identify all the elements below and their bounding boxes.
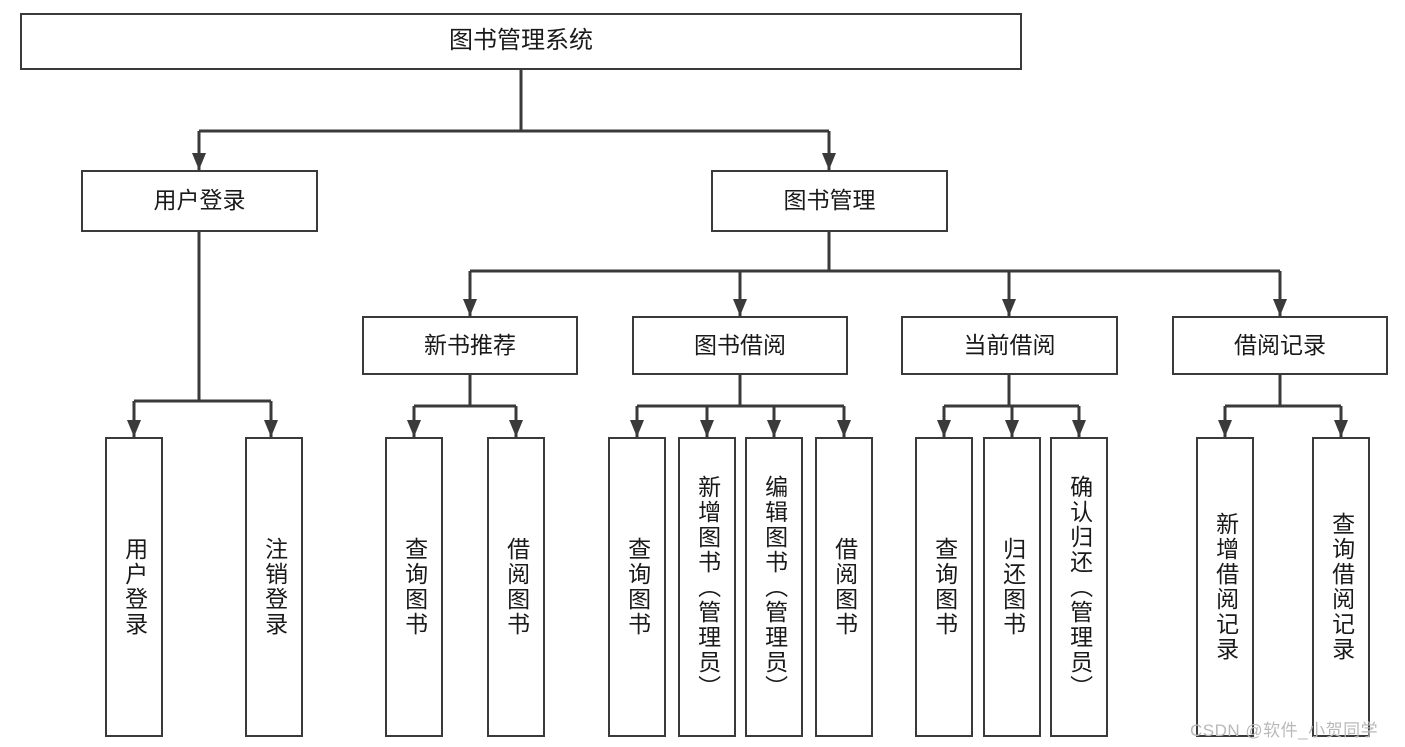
arrowhead-icon [127, 420, 141, 437]
node-leaf-borrow-book-1: 借阅图书 [487, 437, 545, 737]
arrowhead-icon [937, 420, 951, 437]
node-current-borrow: 当前借阅 [901, 316, 1118, 375]
node-label: 借阅图书 [831, 537, 858, 637]
node-leaf-return-book: 归还图书 [983, 437, 1041, 737]
node-label: 查询图书 [624, 537, 651, 637]
arrowhead-icon [1072, 420, 1086, 437]
node-label: 图书管理系统 [449, 27, 593, 55]
node-label: 图书管理 [783, 187, 876, 214]
node-leaf-query-book-2: 查询图书 [608, 437, 666, 737]
node-label: 确认归还（管理员） [1066, 474, 1093, 700]
arrowhead-icon [1002, 299, 1016, 316]
arrowhead-icon [264, 420, 278, 437]
node-borrow-record: 借阅记录 [1172, 316, 1388, 375]
node-label: 查询借阅记录 [1328, 512, 1355, 662]
node-leaf-borrow-book-2: 借阅图书 [815, 437, 873, 737]
node-leaf-logout: 注销登录 [245, 437, 303, 737]
node-leaf-edit-book: 编辑图书（管理员） [745, 437, 803, 737]
node-label: 编辑图书（管理员） [761, 474, 788, 700]
arrowhead-icon [700, 420, 714, 437]
node-label: 借阅图书 [503, 537, 530, 637]
node-book-management: 图书管理 [711, 170, 948, 232]
arrowhead-icon [192, 153, 206, 170]
arrowhead-icon [1218, 420, 1232, 437]
node-label: 用户登录 [121, 537, 148, 637]
node-label: 新书推荐 [424, 331, 516, 358]
node-label: 当前借阅 [963, 331, 1056, 358]
node-label: 查询图书 [401, 537, 428, 637]
node-leaf-confirm-return: 确认归还（管理员） [1050, 437, 1108, 737]
node-label: 归还图书 [999, 537, 1026, 637]
arrowhead-icon [1005, 420, 1019, 437]
arrowhead-icon [463, 299, 477, 316]
arrowhead-icon [407, 420, 421, 437]
arrowhead-icon [822, 153, 836, 170]
arrowhead-icon [1273, 299, 1287, 316]
node-leaf-user-login: 用户登录 [105, 437, 163, 737]
node-label: 查询图书 [931, 537, 958, 637]
arrowhead-icon [630, 420, 644, 437]
node-leaf-query-book-1: 查询图书 [385, 437, 443, 737]
node-book-borrow: 图书借阅 [632, 316, 848, 375]
node-leaf-query-book-3: 查询图书 [915, 437, 973, 737]
watermark: CSDN @软件_小贺同学 [1190, 721, 1379, 740]
arrowhead-icon [767, 420, 781, 437]
node-label: 用户登录 [153, 187, 246, 214]
node-label: 新增借阅记录 [1212, 512, 1239, 662]
arrowhead-icon [733, 299, 747, 316]
arrowhead-icon [837, 420, 851, 437]
node-label: 图书借阅 [694, 331, 786, 358]
node-leaf-add-book: 新增图书（管理员） [678, 437, 736, 737]
node-leaf-add-record: 新增借阅记录 [1196, 437, 1254, 737]
node-root: 图书管理系统 [20, 13, 1022, 70]
node-label: 新增图书（管理员） [694, 474, 721, 700]
arrowhead-icon [509, 420, 523, 437]
node-label: 注销登录 [261, 537, 288, 637]
arrowhead-icon [1334, 420, 1348, 437]
node-label: 借阅记录 [1234, 331, 1326, 358]
node-user-login: 用户登录 [81, 170, 318, 232]
node-new-book-recommend: 新书推荐 [362, 316, 578, 375]
node-leaf-query-record: 查询借阅记录 [1312, 437, 1370, 737]
